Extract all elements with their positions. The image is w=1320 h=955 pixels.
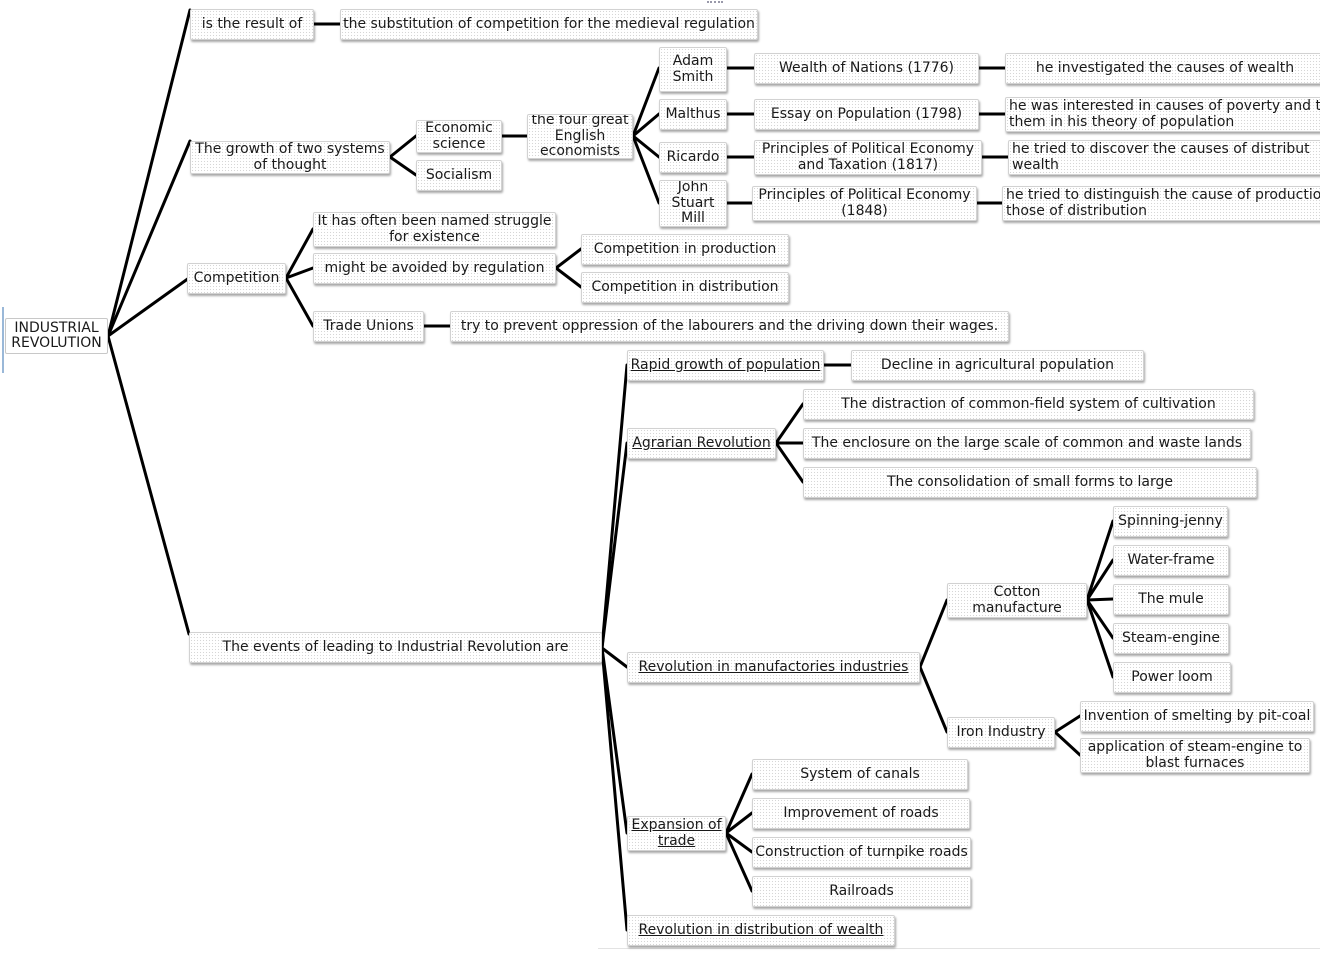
competition-distribution-node[interactable]: Competition in distribution (581, 272, 789, 303)
cotton-child-node[interactable]: Steam-engine (1113, 623, 1229, 654)
struggle-node[interactable]: It has often been named struggle for exi… (313, 212, 556, 247)
cotton-child-node[interactable]: Spinning-jenny (1113, 506, 1228, 537)
cotton-child-node[interactable]: Power loom (1113, 662, 1231, 693)
trade-node[interactable]: Expansion of trade (627, 816, 726, 851)
population-child-node[interactable]: Decline in agricultural population (851, 350, 1144, 381)
manufactories-node[interactable]: Revolution in manufactories industries (627, 652, 920, 683)
competition-node[interactable]: Competition (187, 263, 286, 294)
cotton-child-node[interactable]: Water-frame (1113, 545, 1229, 576)
economist-note-node[interactable]: he was interested in causes of poverty a… (1005, 97, 1320, 132)
events-node[interactable]: The events of leading to Industrial Revo… (189, 632, 602, 663)
result-child-node[interactable]: the substitution of competition for the … (340, 9, 758, 40)
iron-child-node[interactable]: application of steam-engine to blast fur… (1080, 738, 1310, 773)
result-node[interactable]: is the result of (190, 9, 314, 40)
economic-science-node[interactable]: Economic science (416, 120, 502, 153)
economist-work-node[interactable]: Principles of Political Economy and Taxa… (754, 140, 982, 175)
economist-work-node[interactable]: Principles of Political Economy (1848) (752, 186, 977, 221)
trade-unions-note-node[interactable]: try to prevent oppression of the laboure… (450, 311, 1009, 342)
wealth-node[interactable]: Revolution in distribution of wealth (627, 915, 895, 946)
trade-unions-node[interactable]: Trade Unions (313, 311, 424, 342)
iron-node[interactable]: Iron Industry (947, 717, 1055, 748)
economist-name-node[interactable]: John Stuart Mill (659, 180, 727, 227)
agrarian-child-node[interactable]: The enclosure on the large scale of comm… (803, 428, 1251, 459)
competition-production-node[interactable]: Competition in production (581, 234, 789, 265)
regulation-node[interactable]: might be avoided by regulation (313, 253, 556, 284)
economist-note-node[interactable]: he tried to distinguish the cause of pro… (1002, 186, 1320, 221)
economist-name-node[interactable]: Malthus (659, 99, 727, 130)
economist-name-node[interactable]: Adam Smith (659, 47, 727, 92)
iron-child-node[interactable]: Invention of smelting by pit-coal (1080, 701, 1314, 732)
trade-child-node[interactable]: Railroads (752, 876, 971, 907)
cotton-child-node[interactable]: The mule (1113, 584, 1229, 615)
socialism-node[interactable]: Socialism (416, 160, 502, 191)
trade-child-node[interactable]: System of canals (752, 759, 968, 790)
root-edge-marker (2, 307, 4, 373)
cotton-node[interactable]: Cotton manufacture (947, 583, 1087, 618)
agrarian-child-node[interactable]: The distraction of common-field system o… (803, 389, 1254, 420)
drag-handle-icon[interactable] (707, 1, 723, 5)
economist-work-node[interactable]: Wealth of Nations (1776) (754, 53, 979, 84)
agrarian-child-node[interactable]: The consolidation of small forms to larg… (803, 467, 1257, 498)
economist-work-node[interactable]: Essay on Population (1798) (754, 99, 979, 130)
trade-child-node[interactable]: Construction of turnpike roads (752, 837, 971, 868)
agrarian-node[interactable]: Agrarian Revolution (627, 428, 776, 459)
root-node[interactable]: INDUSTRIAL REVOLUTION (5, 318, 108, 354)
growth-node[interactable]: The growth of two systems of thought (190, 141, 390, 174)
population-node[interactable]: Rapid growth of population (627, 350, 824, 381)
economist-name-node[interactable]: Ricardo (659, 142, 727, 173)
economist-note-node[interactable]: he tried to discover the causes of distr… (1008, 140, 1320, 175)
divider (598, 948, 1320, 949)
trade-child-node[interactable]: Improvement of roads (752, 798, 970, 829)
economist-note-node[interactable]: he investigated the causes of wealth (1005, 53, 1320, 84)
four-economists-node[interactable]: the four great English economists (527, 114, 633, 159)
